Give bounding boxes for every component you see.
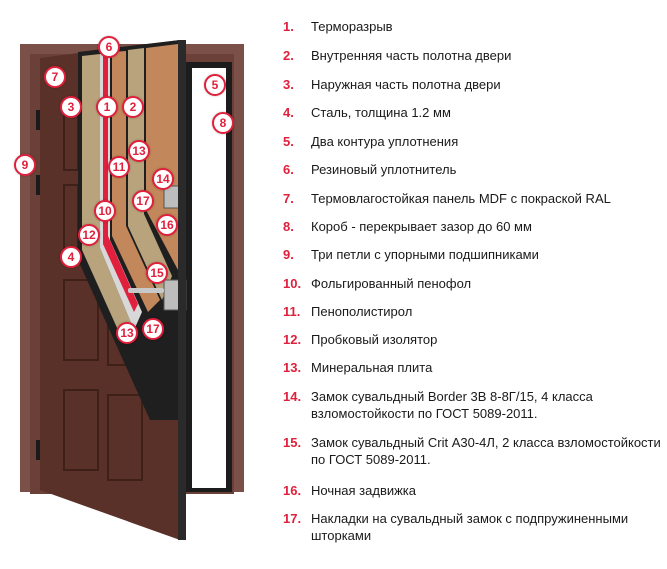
legend-number: 17.: [283, 511, 302, 526]
callout-marker-17: 17: [132, 190, 154, 212]
door-illustration-svg: [20, 40, 244, 540]
legend-text: Короб - перекрывает зазор до 60 мм: [311, 219, 532, 234]
legend-number: 8.: [283, 219, 294, 234]
legend-text: Накладки на сувальдный замок с подпружин…: [311, 511, 629, 543]
callout-marker-6: 6: [98, 36, 120, 58]
legend-text: Ночная задвижка: [311, 483, 417, 498]
callout-marker-15: 15: [146, 262, 168, 284]
legend-text: Пенополистирол: [311, 304, 413, 319]
legend-text: Фольгированный пенофол: [311, 276, 472, 291]
legend-text: Терморазрыв: [311, 19, 393, 34]
callout-marker-1: 1: [96, 96, 118, 118]
callout-marker-12: 12: [78, 224, 100, 246]
legend-text: Наружная часть полотна двери: [311, 77, 501, 92]
callout-marker-13: 13: [128, 140, 150, 162]
legend-number: 16.: [283, 483, 302, 498]
callout-marker-4: 4: [60, 246, 82, 268]
legend-number: 2.: [283, 48, 294, 63]
legend-text: Пробковый изолятор: [311, 332, 438, 347]
legend-number: 5.: [283, 134, 294, 149]
callout-marker-9: 9: [14, 154, 36, 176]
legend-number: 14.: [283, 389, 302, 404]
legend-number: 11.: [283, 304, 301, 319]
legend-text: Сталь, толщина 1.2 мм: [311, 105, 451, 120]
legend-number: 12.: [283, 332, 302, 347]
callout-marker-13: 13: [116, 322, 138, 344]
legend-number: 13.: [283, 360, 302, 375]
callout-marker-2: 2: [122, 96, 144, 118]
legend-text: Замок сувальдный Crit А30-4Л, 2 класса в…: [311, 435, 661, 467]
legend-number: 1.: [283, 19, 294, 34]
legend-number: 3.: [283, 77, 294, 92]
legend-number: 4.: [283, 105, 294, 120]
legend-number: 10.: [283, 276, 302, 291]
legend-text: Три петли с упорными подшипниками: [311, 247, 539, 262]
legend-text: Минеральная плита: [311, 360, 433, 375]
callout-marker-17: 17: [142, 318, 164, 340]
callout-marker-8: 8: [212, 112, 234, 134]
callout-marker-16: 16: [156, 214, 178, 236]
legend-text: Замок сувальдный Border 3В 8-8Г/15, 4 кл…: [311, 389, 593, 421]
legend-text: Резиновый уплотнитель: [311, 162, 457, 177]
legend-text: Термовлагостойкая панель MDF с покраской…: [311, 191, 611, 206]
legend-text: Внутренняя часть полотна двери: [311, 48, 512, 63]
callout-marker-10: 10: [94, 200, 116, 222]
callout-marker-14: 14: [152, 168, 174, 190]
legend-number: 9.: [283, 247, 294, 262]
legend-number: 6.: [283, 162, 294, 177]
legend-number: 15.: [283, 435, 302, 450]
callout-marker-3: 3: [60, 96, 82, 118]
callout-marker-11: 11: [108, 156, 130, 178]
legend-number: 7.: [283, 191, 294, 206]
legend-text: Два контура уплотнения: [311, 134, 459, 149]
callout-marker-5: 5: [204, 74, 226, 96]
callout-marker-7: 7: [44, 66, 66, 88]
